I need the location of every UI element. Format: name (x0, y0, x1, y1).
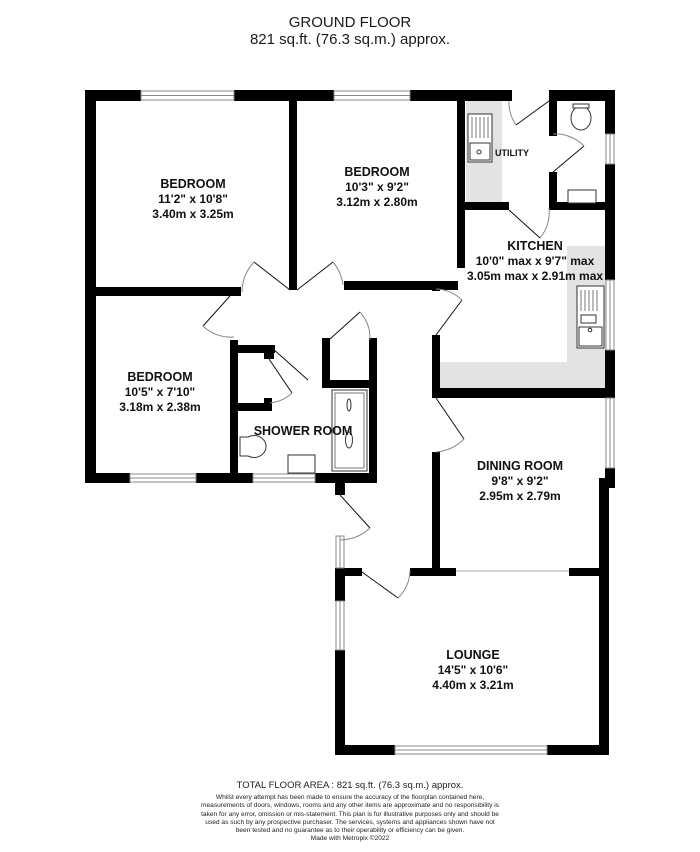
toilet-icon (570, 105, 592, 131)
room-label-kitchen: KITCHEN 10'0" max x 9'7" max 3.05m max x… (467, 239, 603, 284)
room-size-metric: 3.18m x 2.38m (119, 400, 201, 414)
room-size-imperial: 14'5" x 10'6" (437, 663, 509, 677)
room-name: DINING ROOM (476, 459, 564, 473)
room-label-shower-room: SHOWER ROOM (254, 424, 353, 439)
room-size-metric: 3.40m x 3.25m (152, 207, 234, 221)
room-name: SHOWER ROOM (253, 424, 353, 438)
plan-footer: TOTAL FLOOR AREA : 821 sq.ft. (76.3 sq.m… (0, 779, 700, 844)
disclaimer-text: Whilst every attempt has been made to en… (201, 794, 499, 835)
room-name: KITCHEN (507, 239, 563, 253)
room-name: BEDROOM (344, 165, 410, 179)
windows (129, 90, 615, 755)
credit-text: Made with Metropix ©2022 (310, 835, 390, 843)
fixtures (239, 103, 605, 474)
basin-icon (567, 189, 597, 204)
room-size-imperial: 11'2" x 10'8" (158, 192, 228, 206)
room-size-imperial: 10'0" max x 9'7" max (475, 254, 595, 268)
room-label-dining-room: DINING ROOM 9'8" x 9'2" 2.95m x 2.79m (477, 459, 563, 504)
shower-room-basin-icon (287, 454, 316, 474)
shower-room-toilet-icon (239, 435, 267, 458)
room-size-imperial: 10'3" x 9'2" (345, 180, 409, 194)
total-floor-area: TOTAL FLOOR AREA : 821 sq.ft. (76.3 sq.m… (236, 780, 464, 791)
room-size-metric: 4.40m x 3.21m (432, 678, 514, 692)
plan-header: GROUND FLOOR 821 sq.ft. (76.3 sq.m.) app… (0, 14, 700, 48)
floor-area: 821 sq.ft. (76.3 sq.m.) approx. (249, 31, 451, 48)
room-name: LOUNGE (446, 648, 500, 662)
room-label-lounge: LOUNGE 14'5" x 10'6" 4.40m x 3.21m (432, 648, 513, 693)
room-label-bedroom-3: BEDROOM 10'5" x 7'10" 3.18m x 2.38m (119, 370, 200, 415)
room-label-bedroom-2: BEDROOM 10'3" x 9'2" 3.12m x 2.80m (336, 165, 417, 210)
room-size-metric: 2.95m x 2.79m (479, 489, 561, 503)
floor-name: GROUND FLOOR (288, 14, 412, 31)
room-size-metric: 3.12m x 2.80m (336, 195, 418, 209)
room-size-imperial: 10'5" x 7'10" (124, 385, 196, 399)
walls (85, 90, 615, 755)
room-label-utility: UTILITY (495, 148, 529, 158)
room-name: BEDROOM (160, 177, 226, 191)
room-size-imperial: 9'8" x 9'2" (491, 474, 549, 488)
room-label-bedroom-1: BEDROOM 11'2" x 10'8" 3.40m x 3.25m (152, 177, 233, 222)
doors (202, 100, 585, 599)
room-name: BEDROOM (127, 370, 193, 384)
room-size-metric: 3.05m max x 2.91m max (466, 269, 604, 283)
